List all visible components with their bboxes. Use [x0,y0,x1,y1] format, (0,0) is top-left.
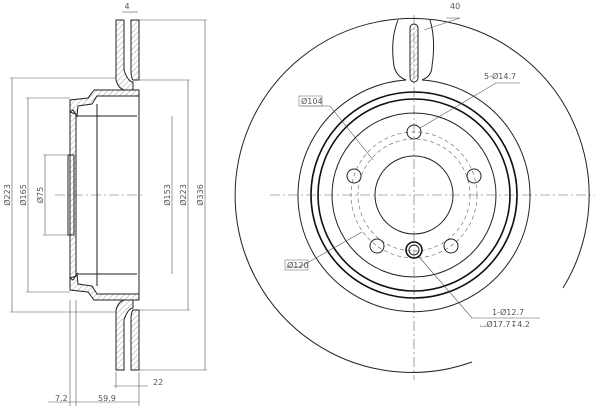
friction-ring-inner-bottom [130,309,140,371]
hat-inner-circle [317,98,511,292]
friction-inner-arc [297,79,531,313]
hat-top [69,89,140,118]
front-view: 40 5-Ø14.7 Ø104 Ø120 1-Ø12.7 ⌴Ø17.7↧4.2 [234,2,595,380]
dim-d75: Ø75 [35,187,45,203]
center-bore [67,154,75,236]
dim-d153: Ø153 [162,184,172,206]
hat-outer-circle [310,91,518,299]
dim-d223-inner: Ø223 [178,184,188,206]
friction-ring-outer-top [115,19,134,91]
dim-d223: Ø223 [2,184,12,206]
outer-circle-arc [234,17,590,373]
dim-bolt-holes: 5-Ø14.7 [484,71,516,81]
bolt-hole [443,238,459,254]
center-bore [374,155,454,235]
friction-ring-outer-bottom [115,299,134,371]
dim-d120: Ø120 [287,260,309,270]
dim-slot-width: 40 [450,2,460,11]
hub-circle [331,112,497,278]
bolt-hole [346,168,362,184]
dim-d336: Ø336 [195,184,205,206]
dim-w22: 22 [153,378,163,387]
dim-d165: Ø165 [18,184,28,206]
hub-face [69,111,77,279]
bolt-hole [466,168,482,184]
dim-w59-9: 59.9 [98,394,116,403]
pin-hole [405,241,423,259]
cooling-slot [409,23,419,83]
hat-bottom [69,272,140,301]
dim-d104: Ø104 [301,96,323,106]
dim-thickness-top: 4 [124,2,129,11]
bolt-hole [406,124,422,140]
friction-ring-inner-top [130,19,140,81]
dim-pin-hole-line1: 1-Ø12.7 [492,307,524,317]
dim-w7-2: 7.2 [55,394,68,403]
bolt-holes [346,124,482,259]
bolt-hole [369,238,385,254]
dim-pin-hole-line2: ⌴Ø17.7↧4.2 [480,319,530,329]
side-section-view: 4 Ø223 Ø165 Ø75 Ø153 Ø223 Ø336 22 7.2 59… [2,2,207,406]
